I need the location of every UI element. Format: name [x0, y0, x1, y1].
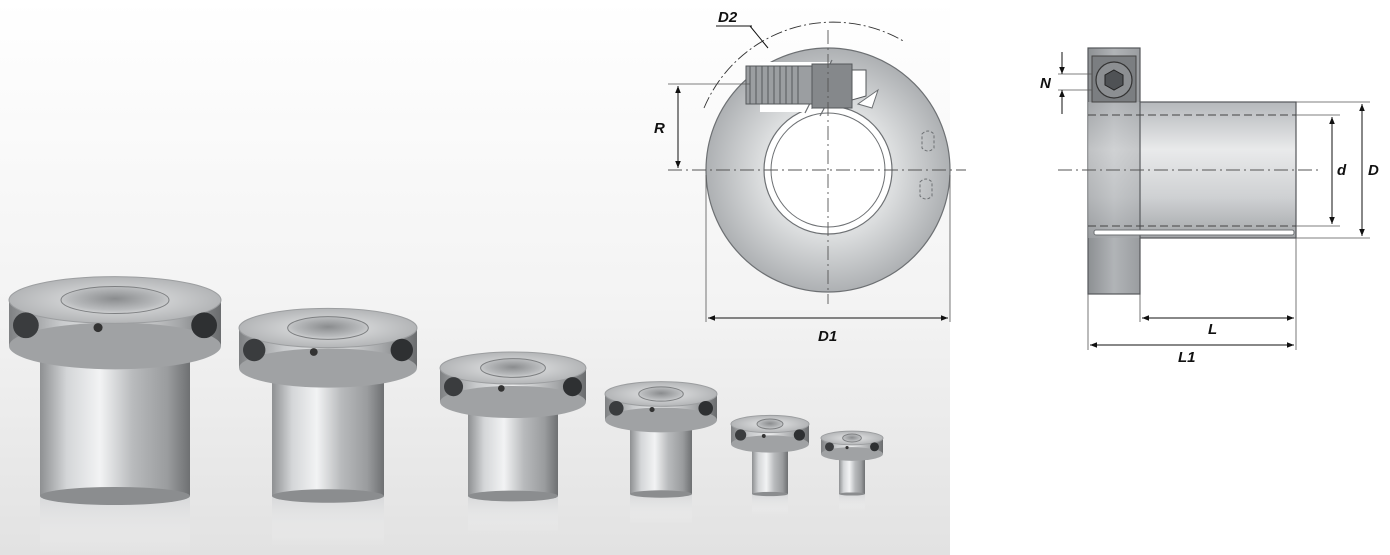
- d1-label: D1: [818, 328, 837, 345]
- side-view: N d D L L1: [1040, 47, 1379, 366]
- bushing-item: [439, 351, 587, 535]
- d-large-label: D: [1368, 162, 1379, 179]
- front-view: D2 R D1: [654, 9, 966, 345]
- bushing-item: [730, 414, 810, 515]
- n-label: N: [1040, 75, 1052, 92]
- d-small-label: d: [1337, 162, 1347, 179]
- bushing-item: [8, 276, 222, 555]
- bushing-item: [604, 381, 718, 524]
- l-label: L: [1208, 321, 1217, 338]
- r-label: R: [654, 120, 665, 137]
- bushing-item: [820, 430, 884, 511]
- d2-label: D2: [718, 9, 738, 26]
- l1-label: L1: [1178, 349, 1196, 366]
- bushing-item: [238, 307, 418, 547]
